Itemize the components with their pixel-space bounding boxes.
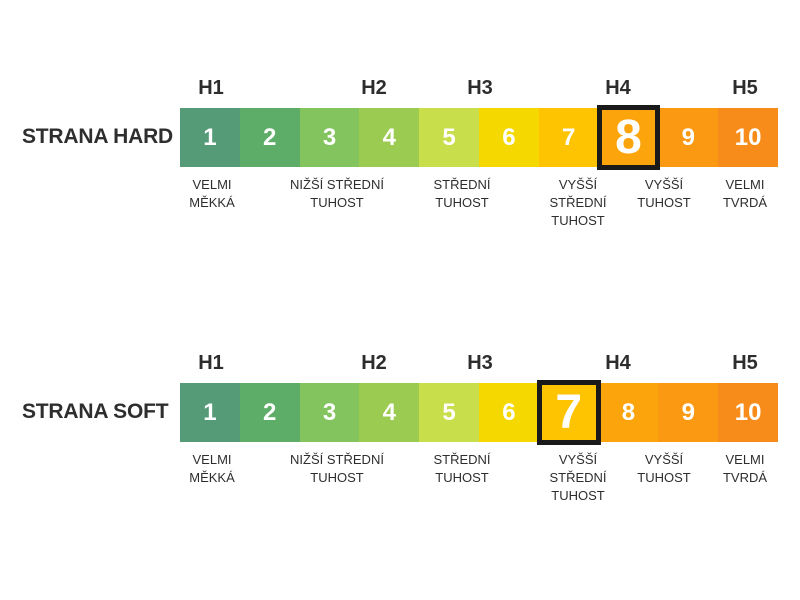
- firmness-cell-10: 10: [718, 108, 778, 167]
- cell-number: 10: [734, 123, 762, 151]
- firmness-cell-1: 1: [180, 108, 240, 167]
- h-level-label-h2: H2: [361, 77, 387, 99]
- scale-title-soft: STRANA SOFT: [22, 400, 169, 423]
- h-level-label-h5: H5: [732, 77, 758, 99]
- firmness-cell-3: 3: [299, 383, 360, 442]
- firmness-bar-soft: 1 2 3 4 5 6 7 8 9 10: [180, 380, 778, 445]
- firmness-cell-2: 2: [239, 383, 300, 442]
- cell-number: 4: [382, 398, 396, 426]
- desc-vyssi-tuhost: VYŠŠÍ TUHOST: [637, 177, 691, 210]
- desc-velmi-tvrda: VELMI TVRDÁ: [722, 177, 768, 210]
- cell-number: 9: [681, 123, 695, 151]
- firmness-cell-4: 4: [359, 108, 420, 167]
- cell-number: 2: [263, 123, 277, 151]
- cell-number: 7: [555, 385, 583, 439]
- h-level-label-h3: H3: [467, 352, 493, 374]
- desc-nizsi-stredni-tuhost: NIŽŠÍ STŘEDNÍ TUHOST: [290, 177, 384, 210]
- h-level-label-h1: H1: [198, 352, 224, 374]
- desc-velmi-mekka: VELMI MĚKKÁ: [189, 452, 235, 485]
- firmness-cell-7: 7: [538, 108, 599, 167]
- firmness-cell-9: 9: [658, 108, 719, 167]
- cell-number: 1: [203, 398, 217, 426]
- cell-number: 2: [263, 398, 277, 426]
- desc-stredni-tuhost: STŘEDNÍ TUHOST: [433, 452, 491, 485]
- firmness-cell-4: 4: [359, 383, 420, 442]
- cell-number: 8: [621, 398, 636, 426]
- cell-number: 8: [615, 110, 642, 164]
- cell-number: 4: [382, 123, 396, 151]
- scale-title-hard: STRANA HARD: [22, 125, 174, 148]
- desc-vyssi-stredni-tuhost: VYŠŠÍ STŘEDNÍ TUHOST: [549, 177, 607, 228]
- desc-vyssi-stredni-tuhost: VYŠŠÍ STŘEDNÍ TUHOST: [549, 452, 607, 503]
- cell-number: 3: [322, 398, 337, 426]
- firmness-bar-hard: 1 2 3 4 5 6 7 8 9 10: [180, 105, 778, 170]
- scale-section-hard: STRANA HARD H1 H2 H3 H4 H5 1 2 3 4 5 6 7…: [0, 0, 800, 260]
- desc-nizsi-stredni-tuhost: NIŽŠÍ STŘEDNÍ TUHOST: [290, 452, 384, 485]
- cell-number: 1: [203, 123, 217, 151]
- firmness-cell-8-selected: 8: [596, 105, 661, 170]
- firmness-cell-2: 2: [239, 108, 300, 167]
- scale-section-soft: STRANA SOFT H1 H2 H3 H4 H5 1 2 3 4 5 6 7…: [0, 275, 800, 535]
- desc-stredni-tuhost: STŘEDNÍ TUHOST: [433, 177, 491, 210]
- h-level-label-h2: H2: [361, 352, 387, 374]
- cell-number: 5: [442, 123, 456, 151]
- firmness-cell-5: 5: [419, 108, 479, 167]
- firmness-cell-6: 6: [478, 108, 539, 167]
- firmness-cell-5: 5: [419, 383, 479, 442]
- cell-number: 9: [681, 398, 695, 426]
- firmness-cell-8: 8: [598, 383, 659, 442]
- firmness-cell-1: 1: [180, 383, 240, 442]
- firmness-cell-7-selected: 7: [536, 380, 601, 445]
- firmness-cell-3: 3: [299, 108, 360, 167]
- firmness-cell-6: 6: [478, 383, 539, 442]
- firmness-cell-9: 9: [658, 383, 719, 442]
- desc-vyssi-tuhost: VYŠŠÍ TUHOST: [637, 452, 691, 485]
- cell-number: 5: [442, 398, 456, 426]
- h-level-label-h4: H4: [605, 352, 631, 374]
- cell-number: 6: [502, 398, 516, 426]
- cell-number: 10: [734, 398, 762, 426]
- h-level-label-h5: H5: [732, 352, 758, 374]
- desc-velmi-tvrda: VELMI TVRDÁ: [722, 452, 768, 485]
- cell-number: 6: [502, 123, 516, 151]
- h-level-label-h3: H3: [467, 77, 493, 99]
- h-level-label-h1: H1: [198, 77, 224, 99]
- cell-number: 7: [562, 123, 576, 151]
- cell-number: 3: [322, 123, 337, 151]
- h-level-label-h4: H4: [605, 77, 631, 99]
- firmness-cell-10: 10: [718, 383, 778, 442]
- desc-velmi-mekka: VELMI MĚKKÁ: [189, 177, 235, 210]
